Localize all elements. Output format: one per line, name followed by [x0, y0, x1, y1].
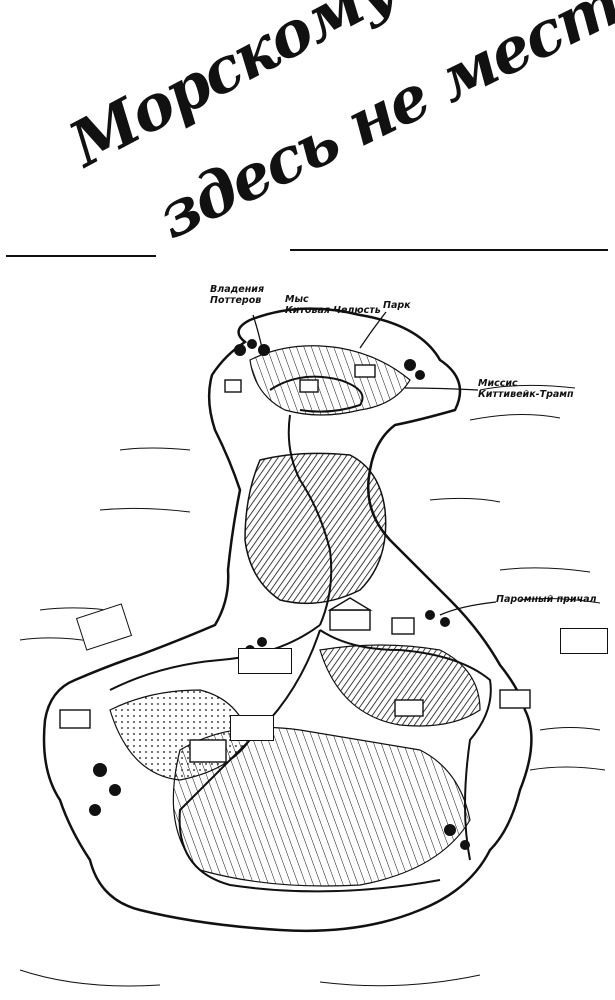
- label-mrs-text: Миссис Киттивейк-Трамп: [478, 378, 574, 400]
- east-field: [319, 644, 481, 727]
- label-ferry: Паромный причал: [496, 594, 596, 605]
- label-cape: Мыс Китовая Челюсть: [285, 294, 381, 316]
- title-block: Морскому льву здесь не место: [0, 0, 615, 300]
- rule-left: [6, 255, 156, 257]
- label-potters: Владения Поттеров: [210, 284, 264, 306]
- label-cape-text: Мыс Китовая Челюсть: [285, 294, 381, 316]
- trees: [89, 339, 470, 850]
- label-park: Парк: [383, 300, 411, 311]
- central-field: [244, 452, 387, 605]
- label-ferry-text: Паромный причал: [496, 594, 597, 605]
- map-drawing: [19, 307, 606, 987]
- label-park-text: Парк: [383, 300, 411, 311]
- roads: [109, 375, 492, 893]
- sign-center-a: [238, 648, 292, 674]
- rule-right: [290, 249, 608, 251]
- leader-lines: [252, 311, 497, 616]
- label-potters-text: Владения Поттеров: [210, 284, 265, 306]
- buildings: [59, 364, 531, 763]
- north-woods: [249, 345, 411, 416]
- sign-center-b: [230, 715, 274, 741]
- label-mrs: Миссис Киттивейк-Трамп: [478, 378, 574, 400]
- sign-right: [560, 628, 608, 654]
- island-map: Владения Поттеров Мыс Китовая Челюсть Па…: [0, 270, 615, 1000]
